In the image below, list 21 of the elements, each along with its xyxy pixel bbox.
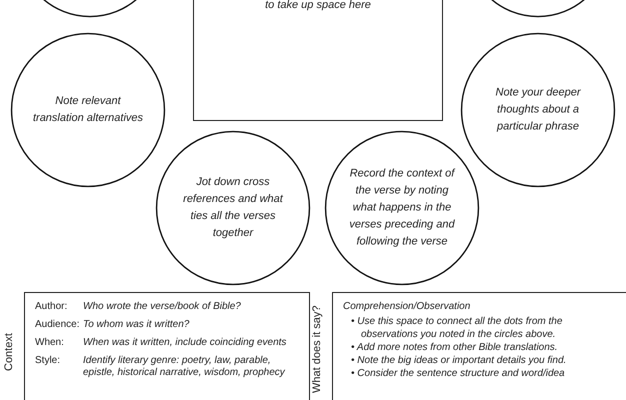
prompt-text: Note relevant translation alternatives [32, 94, 144, 126]
field-label: Audience: [35, 319, 80, 331]
prompt-text: Jot down cross references and what ties all the verses together [182, 175, 284, 241]
section-heading: Comprehension/Observation [343, 301, 472, 312]
bullet-item: • Add more notes from other Bible translations. [351, 341, 559, 354]
side-heading: What does it say? [311, 306, 323, 393]
bullet-item: • Note the big ideas or important details you find. [351, 354, 568, 367]
bullet-item: • Use this space to connect all the dots from the observations you noted in the circles above. [351, 315, 564, 341]
prompt-text: to take up space here [264, 0, 372, 11]
verse-box [193, 0, 443, 121]
prompt-text: To whom was it written? [83, 319, 190, 331]
bullet-item: • Consider the sentence structure and word/idea [351, 367, 566, 380]
field-label: Style: [35, 355, 62, 368]
side-heading: Context [3, 333, 15, 371]
field-label: Author: [35, 301, 68, 313]
prompt-text: When was it written, include coinciding events [83, 337, 286, 349]
field-label: When: [35, 337, 65, 349]
prompt-text: Identify literary genre: poetry, law, parable, epistle, historical narrative, wisdom, prophecy [83, 355, 286, 379]
prompt-text: Who wrote the verse/book of Bible? [83, 301, 241, 313]
prompt-text: Note your deeper thoughts about a particular phrase [494, 86, 582, 134]
prompt-text: Record the context of the verse by noting what happens in the verses preceding and following the verse [348, 166, 456, 250]
